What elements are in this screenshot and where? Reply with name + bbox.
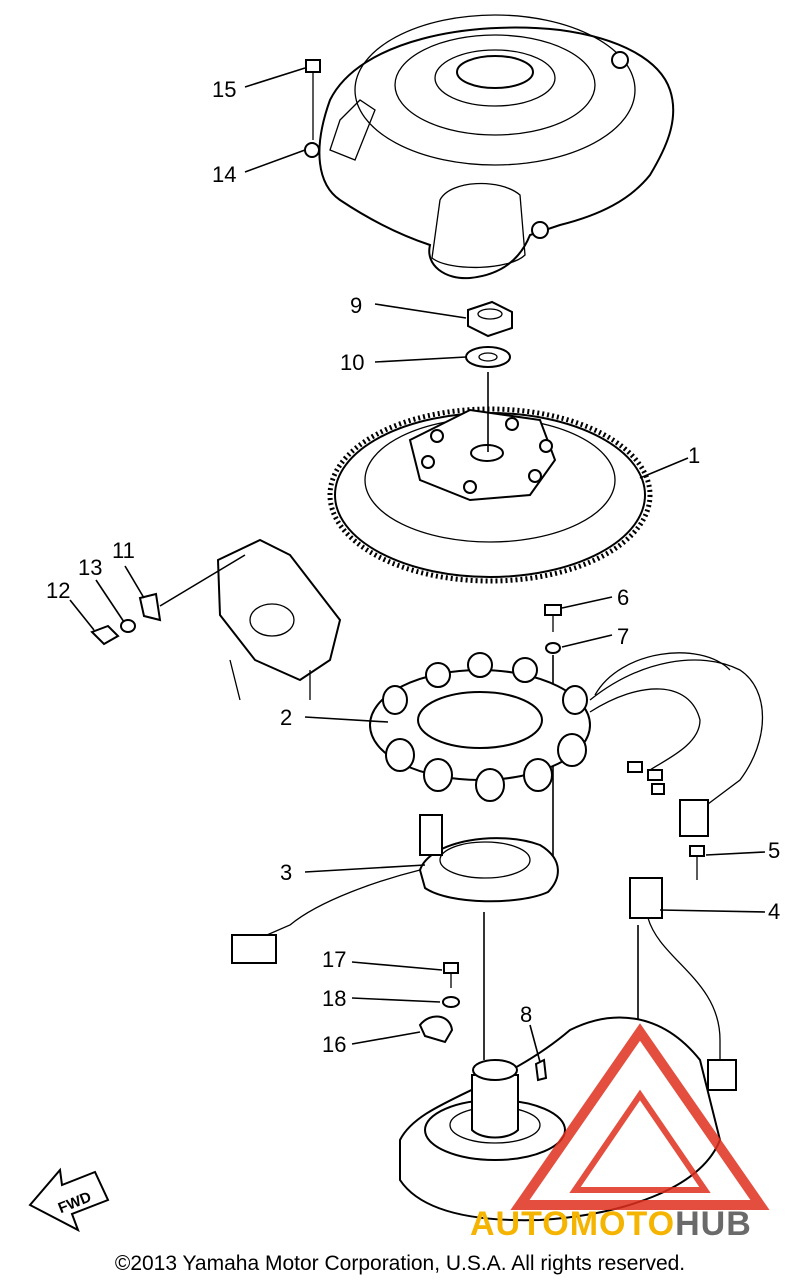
watermark-hub: HUB	[675, 1205, 752, 1243]
callout-11: 11	[112, 538, 135, 563]
callout-3: 3	[280, 860, 292, 885]
callout-12: 12	[46, 578, 70, 603]
screw-6	[544, 604, 562, 632]
clamp-16	[418, 1015, 454, 1044]
callout-5: 5	[768, 838, 780, 863]
leader-lines	[69, 67, 766, 1063]
washer-18	[442, 996, 460, 1008]
mounting-bracket	[216, 538, 342, 701]
callout-14: 14	[212, 162, 236, 187]
screw-17	[443, 962, 459, 988]
callout-10: 10	[340, 350, 364, 375]
nut-9	[467, 300, 513, 338]
flywheel	[327, 372, 653, 584]
watermark-moto: MOTO	[569, 1205, 676, 1243]
screw-15	[305, 59, 321, 140]
callout-17: 17	[322, 947, 346, 972]
watermark-auto: AUTO	[470, 1205, 570, 1243]
copyright-notice: ©2013 Yamaha Motor Corporation, U.S.A. A…	[114, 1252, 686, 1275]
flywheel-cover	[304, 14, 675, 280]
washer-13	[120, 619, 136, 633]
base-plate	[231, 814, 559, 1060]
bolt-12	[90, 624, 120, 646]
screw-5	[689, 845, 705, 880]
washer-10	[465, 346, 511, 368]
callout-16: 16	[322, 1032, 346, 1057]
engine-block	[399, 1016, 722, 1222]
fwd-arrow-icon: FWD	[28, 1167, 110, 1233]
watermark-logo	[510, 1023, 770, 1210]
callout-18: 18	[322, 986, 346, 1011]
callout-1: 1	[688, 443, 700, 468]
callout-labels: 15 14 9 10 1 11 13 12 6 7 2 3 5 4 17 18 …	[46, 77, 780, 1057]
clip-11	[138, 554, 246, 622]
callout-9: 9	[350, 293, 362, 318]
stator	[369, 652, 764, 837]
callout-8: 8	[520, 1002, 532, 1027]
callout-13: 13	[78, 555, 102, 580]
watermark-text: AUTOMOTOHUB	[470, 1205, 752, 1244]
callout-4: 4	[768, 899, 780, 924]
callout-7: 7	[617, 624, 629, 649]
callout-15: 15	[212, 77, 236, 102]
callout-2: 2	[280, 705, 292, 730]
callout-6: 6	[617, 585, 629, 610]
